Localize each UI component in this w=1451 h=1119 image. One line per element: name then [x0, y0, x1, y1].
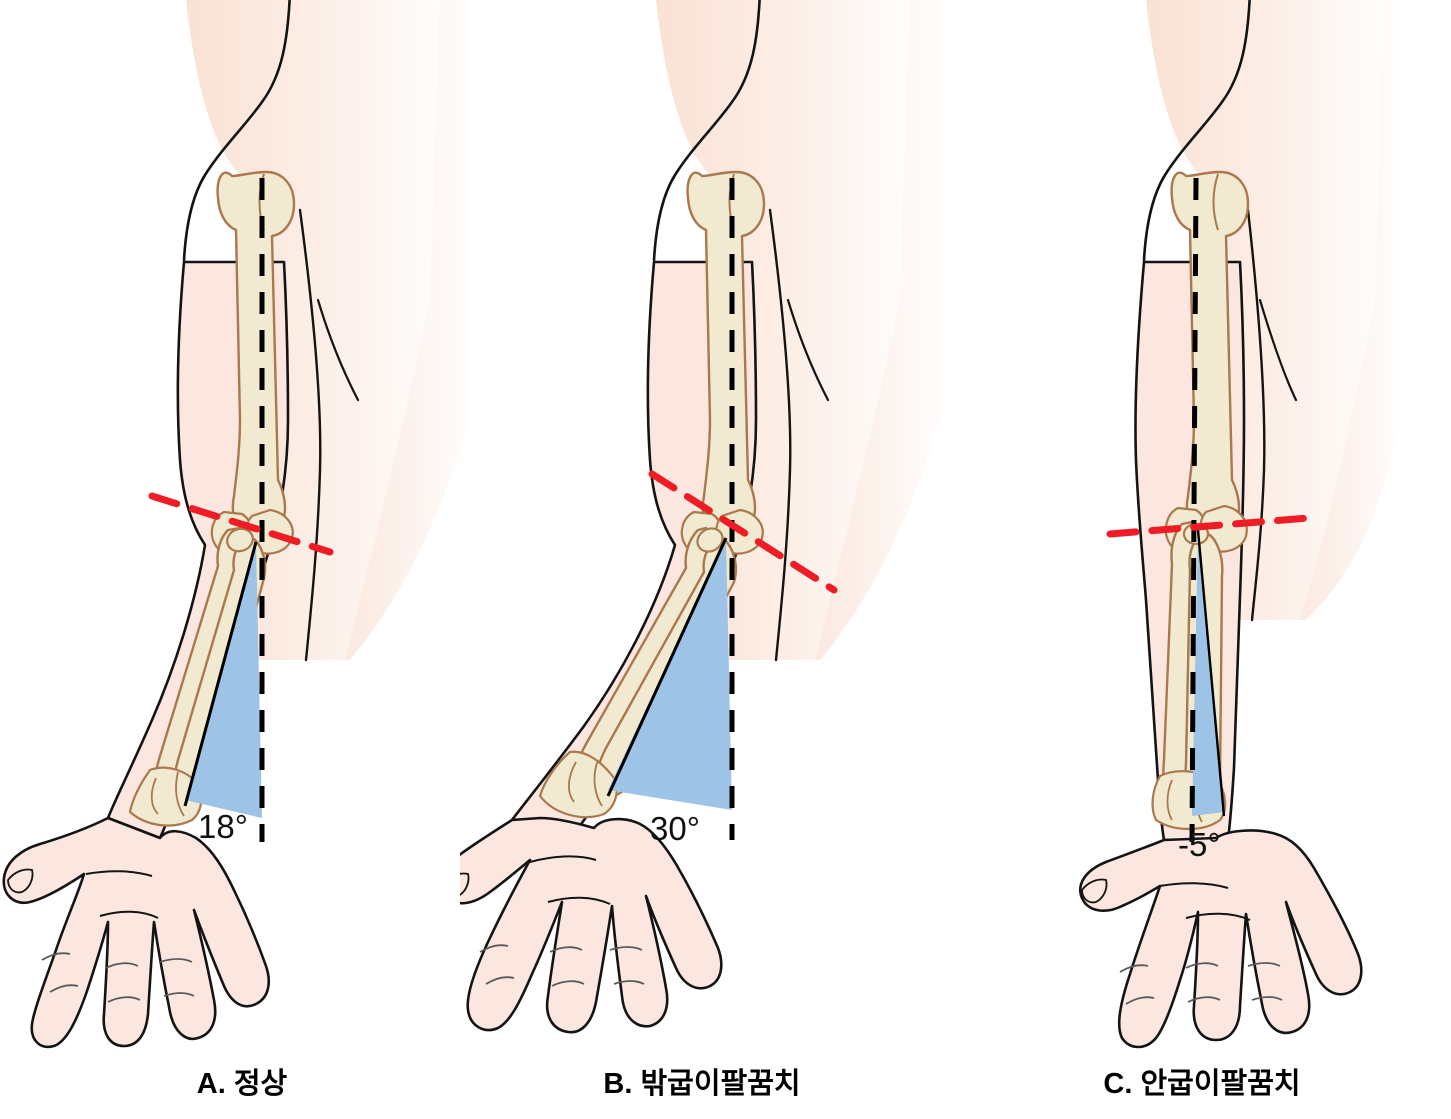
- flank-outline: [1246, 208, 1266, 622]
- carrying-angle-wedge: [608, 538, 732, 810]
- flank-outline: [768, 208, 792, 662]
- carpal-bones: [538, 750, 618, 819]
- hand: [460, 816, 723, 1034]
- panel-a-caption: A. 정상: [196, 1068, 288, 1100]
- carrying-angle-wedge: [185, 542, 262, 818]
- panel-c-caption: C. 안굽이팔꿈치: [1103, 1068, 1301, 1100]
- chest-contour: [786, 298, 830, 402]
- chest-contour: [316, 298, 360, 402]
- panel-cubitus-valgus: 30° B. 밖굽이팔꿈치: [460, 0, 944, 1119]
- panel-c-illustration: -5°: [1079, 0, 1400, 1049]
- panel-b-caption: B. 밖굽이팔꿈치: [603, 1068, 801, 1100]
- angle-label: 18°: [198, 808, 248, 845]
- panel-a-illustration: 18°: [2, 0, 470, 1049]
- torso-outline: [652, 0, 761, 262]
- epicondylar-line-dashed-red: [148, 492, 334, 556]
- forearm-axis-line: [183, 541, 258, 807]
- epicondylar-line-dashed-red: [1106, 514, 1312, 538]
- angle-label: -5°: [1178, 826, 1221, 863]
- carpal-bones: [128, 766, 203, 827]
- torso-outline: [1142, 0, 1251, 262]
- carrying-angle-wedge: [1192, 530, 1224, 816]
- flank-outline: [298, 208, 322, 662]
- humeral-axis-dashed: [1189, 177, 1199, 843]
- panel-cubitus-varus: -5° C. 안굽이팔꿈치: [960, 0, 1444, 1119]
- panel-normal: 18° A. 정상: [0, 0, 484, 1119]
- hand: [1079, 829, 1363, 1049]
- panel-b-illustration: 30°: [460, 0, 940, 1034]
- torso-outline: [182, 0, 291, 262]
- forearm-axis-line: [606, 537, 728, 797]
- hand: [2, 816, 270, 1049]
- epicondylar-line-dashed-red: [648, 470, 838, 594]
- chest-contour: [1258, 298, 1298, 402]
- forearm-axis-line: [1196, 529, 1226, 817]
- angle-label: 30°: [650, 810, 700, 847]
